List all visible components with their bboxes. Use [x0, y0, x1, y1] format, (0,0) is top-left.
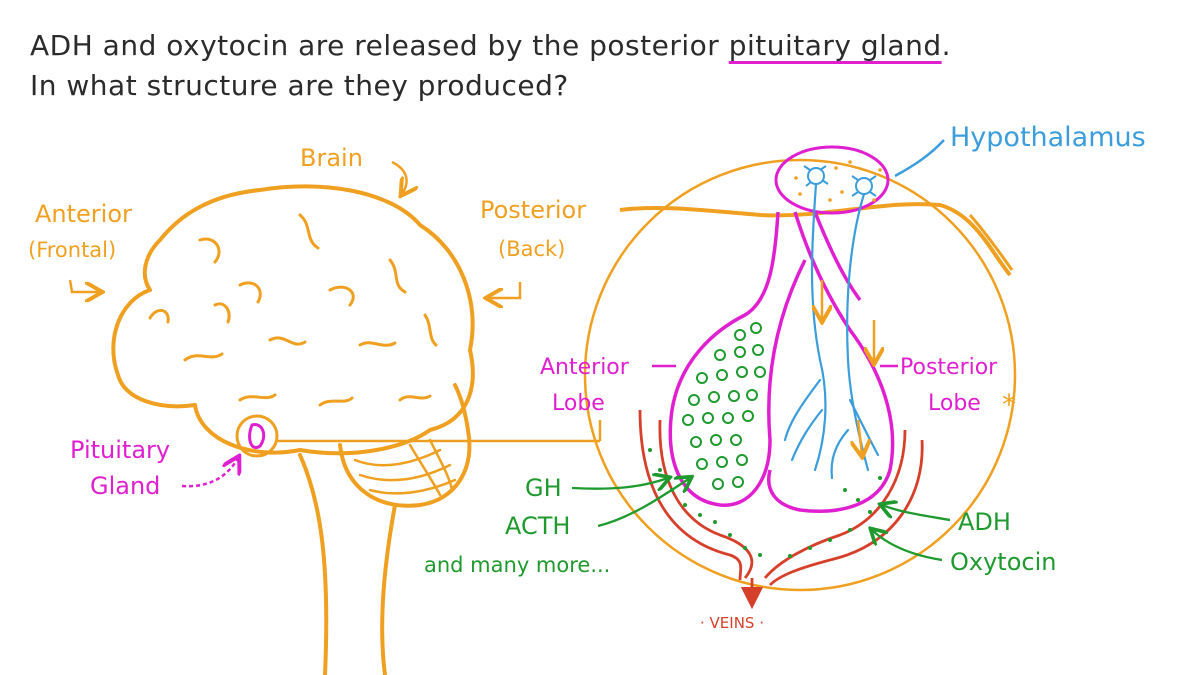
frontal-label: (Frontal)	[28, 238, 116, 262]
pituitary-arrow	[181, 458, 238, 488]
oxytocin-arrow	[872, 530, 943, 562]
hormone-flow-arrows	[822, 280, 874, 455]
posterior-lobe-asterisk: *	[1002, 388, 1016, 421]
posterior-arrow	[488, 282, 522, 298]
pituitary-gland-detail	[668, 211, 895, 513]
brain-label: Brain	[300, 144, 363, 172]
many-more-label: and many more...	[424, 553, 610, 577]
blood-vessels	[638, 409, 924, 610]
pituitary-label-line-1: Pituitary	[70, 436, 170, 464]
pituitary-location	[235, 414, 602, 458]
posterior-lobe-label-line-1: Posterior	[900, 355, 998, 380]
cerebellum	[338, 383, 472, 508]
question-line-2: In what structure are they produced?	[30, 69, 569, 102]
oxytocin-label: Oxytocin	[950, 548, 1056, 576]
anterior-lobe-cells	[682, 322, 766, 490]
gh-arrow	[571, 478, 668, 489]
hormone-dots	[648, 448, 882, 558]
adh-arrow	[882, 505, 951, 522]
back-label: (Back)	[498, 237, 565, 261]
hypothalamus-region	[774, 145, 890, 215]
brain-arrow	[391, 160, 407, 194]
acth-arrow	[597, 478, 690, 528]
zoom-circle	[583, 158, 1017, 592]
question-line-1: ADH and oxytocin are released by the pos…	[30, 29, 951, 62]
posterior-label: Posterior	[480, 196, 586, 224]
anterior-lobe-label-line-1: Anterior	[540, 355, 630, 380]
hypothalamus-arrow	[894, 139, 945, 178]
underlined-pituitary-gland: pituitary gland	[728, 29, 942, 62]
acth-label: ACTH	[505, 512, 570, 540]
adh-label: ADH	[958, 508, 1011, 536]
anterior-arrow	[68, 279, 100, 292]
anterior-label: Anterior	[35, 200, 132, 228]
brainstem	[298, 453, 397, 675]
veins-label: · VEINS ·	[700, 614, 764, 632]
pituitary-label-line-2: Gland	[90, 472, 160, 500]
brain-drawing	[111, 184, 475, 675]
posterior-lobe-label-line-2: Lobe	[928, 391, 981, 416]
anterior-lobe-label-line-2: Lobe	[552, 391, 605, 416]
hypothalamus-label: Hypothalamus	[950, 122, 1146, 153]
gh-label: GH	[525, 474, 562, 502]
question-text: ADH and oxytocin are released by the pos…	[30, 26, 1180, 106]
brain-outline	[111, 184, 475, 456]
posterior-lobe-outline	[767, 211, 895, 513]
